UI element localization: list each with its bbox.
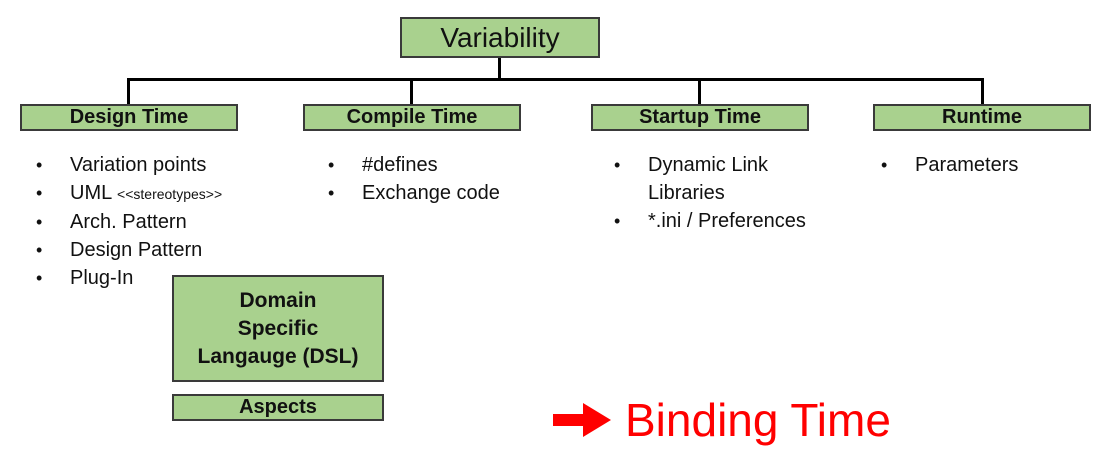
header-box-design-time: Design Time — [20, 104, 238, 131]
list-item-label: *.ini / Preferences — [648, 210, 806, 232]
variability-root-label: Variability — [440, 21, 560, 53]
list-item: • Dynamic Link Libraries — [614, 151, 814, 207]
header-label-compile-time: Compile Time — [346, 106, 478, 128]
stereotypes-suffix: <<stereotypes>> — [117, 186, 223, 202]
list-item-label: Design Pattern — [70, 239, 203, 261]
list-item: • Variation points — [36, 151, 286, 179]
bullet-icon: • — [36, 155, 43, 175]
connector-horizontal — [127, 78, 984, 81]
bullet-icon: • — [36, 212, 43, 232]
bullet-icon: • — [881, 155, 888, 175]
dsl-box-line: Specific — [237, 316, 319, 340]
connector-root-vertical — [498, 58, 501, 81]
list-item: • Arch. Pattern — [36, 208, 286, 236]
header-label-design-time: Design Time — [69, 106, 189, 128]
list-item: • Exchange code — [328, 179, 558, 207]
connector-stub-startup-time — [698, 78, 701, 104]
header-label-runtime: Runtime — [942, 106, 1022, 128]
right-arrow-icon — [553, 403, 611, 437]
list-item-label: Exchange code — [362, 182, 500, 204]
list-item: • Design Pattern — [36, 236, 286, 264]
list-item: • Plug-In — [36, 264, 286, 292]
header-box-runtime: Runtime — [873, 104, 1091, 131]
bullet-icon: • — [328, 183, 335, 203]
binding-time-annotation: Binding Time — [553, 396, 891, 444]
bullet-list-startup-time: • Dynamic Link Libraries • *.ini / Prefe… — [614, 151, 814, 235]
list-item: • *.ini / Preferences — [614, 207, 814, 235]
list-item: • UML <<stereotypes>> — [36, 179, 286, 208]
list-item: • Parameters — [881, 151, 1101, 179]
list-item-label: Variation points — [70, 154, 207, 176]
connector-stub-runtime — [981, 78, 984, 104]
header-label-startup-time: Startup Time — [639, 106, 761, 128]
bullet-list-design-time: • Variation points • UML <<stereotypes>>… — [36, 151, 286, 292]
dsl-box-line: Langauge (DSL) — [197, 344, 359, 368]
bullet-icon: • — [614, 155, 621, 175]
connector-stub-design-time — [127, 78, 130, 104]
bullet-icon: • — [614, 211, 621, 231]
list-item-label: #defines — [362, 154, 438, 176]
list-item-label: UML <<stereotypes>> — [70, 182, 223, 204]
bullet-list-runtime: • Parameters — [881, 151, 1101, 179]
bullet-icon: • — [36, 183, 43, 203]
bullet-icon: • — [36, 240, 43, 260]
bullet-icon: • — [328, 155, 335, 175]
header-box-startup-time: Startup Time — [591, 104, 809, 131]
list-item-label: Plug-In — [70, 267, 134, 289]
list-item: • #defines — [328, 151, 558, 179]
dsl-box: Domain Specific Langauge (DSL) — [172, 275, 384, 382]
variability-root-box: Variability — [400, 17, 600, 58]
list-item-label: Arch. Pattern — [70, 211, 187, 233]
list-item-label: Dynamic Link Libraries — [648, 154, 774, 204]
aspects-box-label: Aspects — [239, 396, 317, 418]
connector-stub-compile-time — [410, 78, 413, 104]
header-box-compile-time: Compile Time — [303, 104, 521, 131]
dsl-box-line: Domain — [239, 288, 317, 312]
bullet-list-compile-time: • #defines • Exchange code — [328, 151, 558, 207]
bullet-icon: • — [36, 268, 43, 288]
aspects-box: Aspects — [172, 394, 384, 421]
binding-time-label: Binding Time — [625, 394, 891, 446]
list-item-label: Parameters — [915, 154, 1019, 176]
